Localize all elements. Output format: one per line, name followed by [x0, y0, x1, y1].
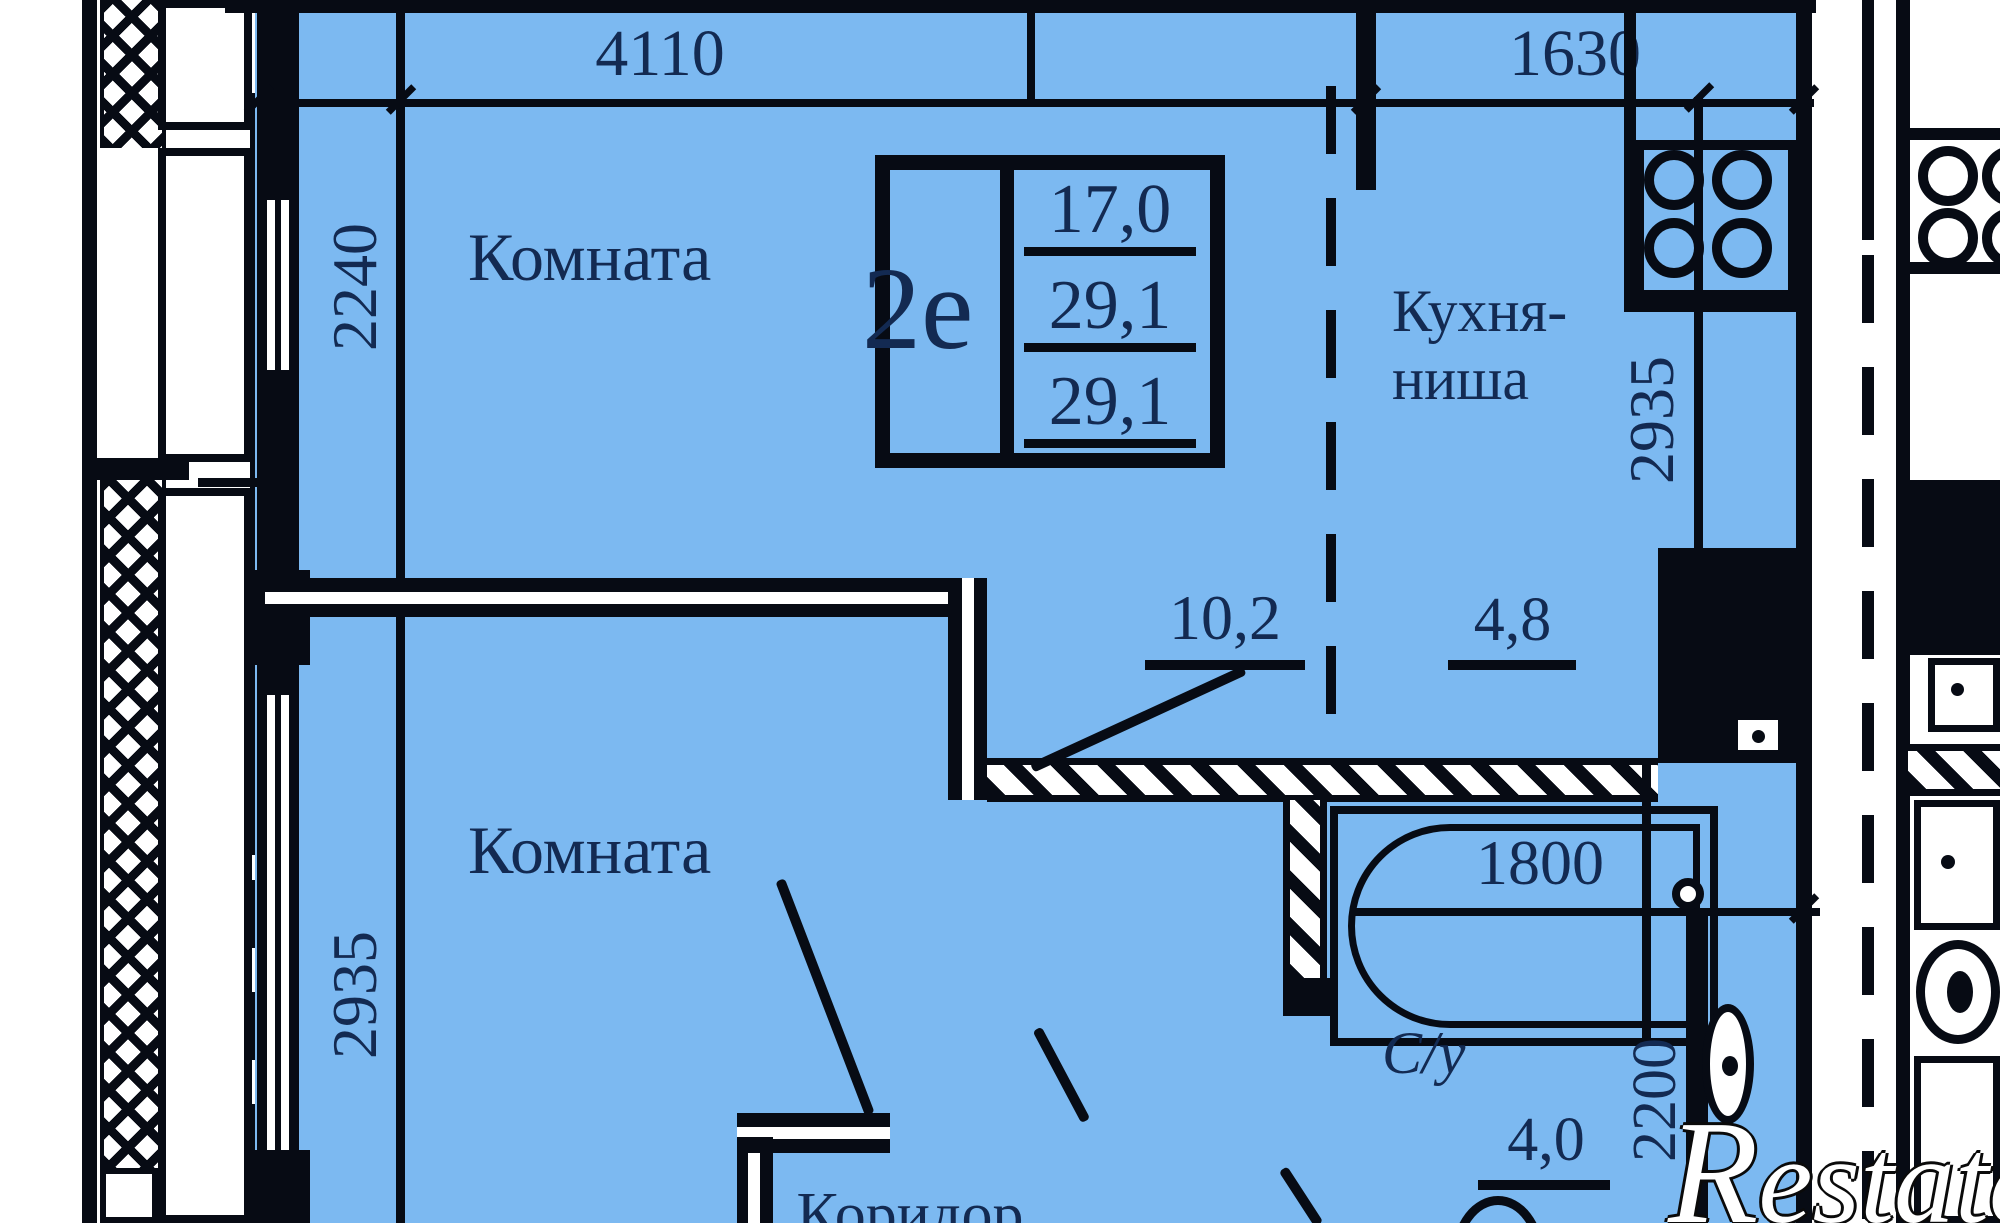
room-bottom-area: 10,2: [1169, 582, 1281, 653]
area-underline: [1478, 1180, 1610, 1190]
stove-burner-icon: [1982, 208, 2000, 268]
wall-room-corridor: [948, 578, 987, 800]
stove-burner-icon: [1918, 146, 1978, 206]
left-window-lower-glass: [275, 695, 281, 1155]
shaft-door: [1732, 714, 1784, 756]
dim-ext-bath: [1712, 908, 1820, 916]
stove-burner-icon: [1712, 218, 1772, 278]
neighbour-bath-wall: [1908, 744, 2000, 796]
bathroom-wall-left: [1283, 800, 1327, 982]
kitchen-area: 4,8: [1473, 586, 1552, 654]
facade-band: [93, 458, 189, 480]
bathroom-area: 4,0: [1507, 1106, 1585, 1174]
watermark-rest: estate: [1758, 1114, 2000, 1223]
bathroom-label: С/у: [1382, 1020, 1466, 1086]
neighbour-shaft: [1906, 480, 2000, 655]
dim-bath-width: 1800: [1476, 827, 1604, 898]
dim-kitchen-right: 2935: [1615, 356, 1687, 484]
neighbour-toilet-icon: [1916, 940, 2000, 1044]
dim-line-through-tub: [1642, 760, 1651, 1046]
facade-window-mid: [158, 148, 252, 462]
door-handle-icon: [1752, 730, 1765, 743]
wall-between-rooms: [265, 578, 967, 617]
watermark: Restate: [1668, 1088, 2000, 1223]
counter-bottom-edge: [1624, 298, 1798, 312]
toilet-seat-icon: [1947, 971, 1973, 1013]
area-underline: [1145, 660, 1305, 670]
neighbour-appliance: [1928, 658, 2000, 732]
dim-line-kitchen-right: [1694, 97, 1703, 548]
wall-top: [225, 0, 1816, 13]
counter-left-edge: [1624, 12, 1636, 310]
bathroom-wall-left-cap: [1283, 978, 1333, 1016]
unit-total-area: 29,1: [1024, 269, 1196, 352]
dim-ext-top: [1027, 0, 1035, 99]
neighbour-appliance: [1914, 800, 2000, 930]
wall-right: [1796, 0, 1812, 1223]
dim-left-bottom: 2935: [318, 931, 390, 1059]
door-handle-icon: [1941, 855, 1955, 869]
neighbour-wall: [1896, 0, 1910, 1223]
facade-hatch-wall-mid: [100, 478, 166, 1168]
neighbour-fixture: [1914, 1056, 2000, 1223]
stove: [1634, 140, 1798, 300]
facade-hatch-wall-top: [100, 0, 166, 148]
stove-burner-icon: [1982, 146, 2000, 206]
area-underline: [1448, 660, 1576, 670]
dim-top-main: 4110: [595, 17, 725, 90]
stove-burner-icon: [1712, 150, 1772, 210]
washbasin-drain-icon: [1722, 1056, 1738, 1076]
bathtub-outer: [1330, 806, 1718, 1046]
facade-outer-line: [82, 0, 97, 1223]
left-window-upper-glass: [275, 200, 281, 370]
neighbour-counter-line: [1910, 128, 2000, 140]
neighbour-counter-line: [1910, 262, 2000, 274]
faucet-icon: [1672, 878, 1704, 910]
unit-living-area: 17,0: [1024, 173, 1196, 256]
dim-top-kitchen: 1630: [1509, 17, 1641, 90]
kitchen-label-line1: Кухня-: [1392, 278, 1568, 344]
bathtub-center-line: [1352, 908, 1712, 916]
washbasin-icon: [1702, 1004, 1754, 1124]
axis-line-dashed: [1862, 255, 1874, 1223]
left-wall-pier-bottom: [246, 1150, 310, 1223]
kitchen-label-line2: ниша: [1392, 346, 1530, 412]
stove-burner-icon: [1918, 208, 1978, 268]
room-bottom-label: Комната: [468, 812, 712, 888]
wall-corridor-l-core: [748, 1153, 760, 1223]
facade-window-top: [158, 0, 252, 130]
facade-window-long: [158, 488, 252, 1223]
facade-window-bottom: [100, 1168, 158, 1223]
bathtub-inner: [1348, 824, 1700, 1028]
dim-ext-left-mid: [198, 478, 292, 487]
dim-line-top: [258, 99, 1814, 107]
unit-info-box: 2е 17,0 29,1 29,1: [862, 155, 1225, 468]
dim-line-left: [396, 12, 405, 1223]
unit-total-area-alt: 29,1: [1024, 365, 1196, 448]
room-top-label: Комната: [468, 219, 712, 295]
bathroom-wall-top: [987, 758, 1658, 802]
dim-left-top: 2240: [318, 223, 390, 351]
kitchen-zone-dashed-line: [1326, 86, 1336, 762]
axis-line-solid: [1862, 0, 1874, 240]
watermark-initial: R: [1668, 1091, 1759, 1223]
unit-info-divider: [1000, 170, 1014, 453]
door-handle-icon: [1951, 683, 1964, 696]
unit-type: 2е: [862, 243, 974, 374]
corridor-label: Коридор: [796, 1181, 1024, 1223]
